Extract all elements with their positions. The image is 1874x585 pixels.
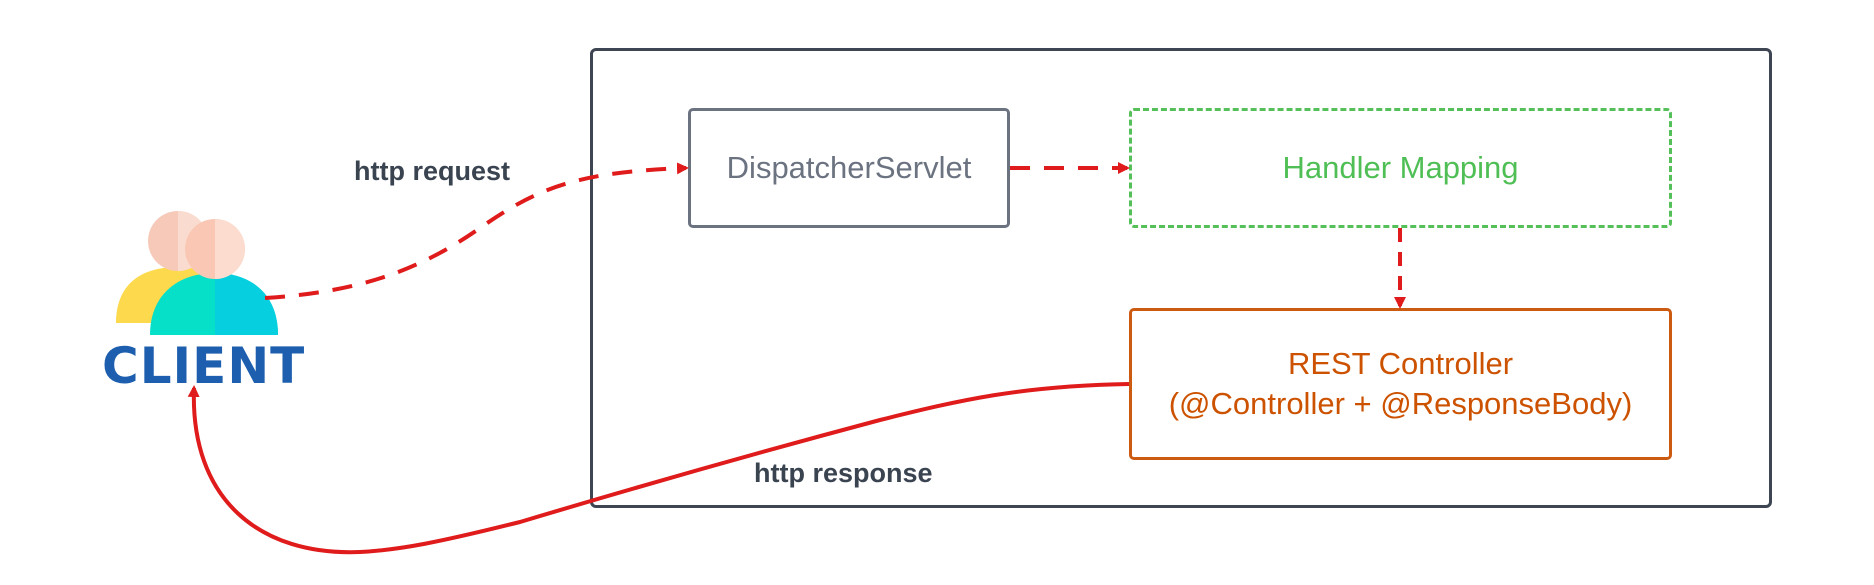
rest-controller-title: REST Controller bbox=[1287, 346, 1514, 381]
rest-controller-node: REST Controller (@Controller + @Response… bbox=[1129, 308, 1672, 460]
dispatcher-servlet-label: DispatcherServlet bbox=[726, 150, 972, 185]
client-label: CLIENT bbox=[102, 337, 306, 395]
rest-controller-annotations: (@Controller + @ResponseBody) bbox=[1168, 386, 1633, 421]
handler-mapping-node: Handler Mapping bbox=[1129, 108, 1672, 228]
http-response-label: http response bbox=[754, 458, 933, 488]
dispatcher-servlet-node: DispatcherServlet bbox=[688, 108, 1010, 228]
handler-mapping-label: Handler Mapping bbox=[1282, 150, 1519, 185]
client-users-icon bbox=[116, 211, 278, 335]
http-request-label: http request bbox=[354, 156, 511, 186]
